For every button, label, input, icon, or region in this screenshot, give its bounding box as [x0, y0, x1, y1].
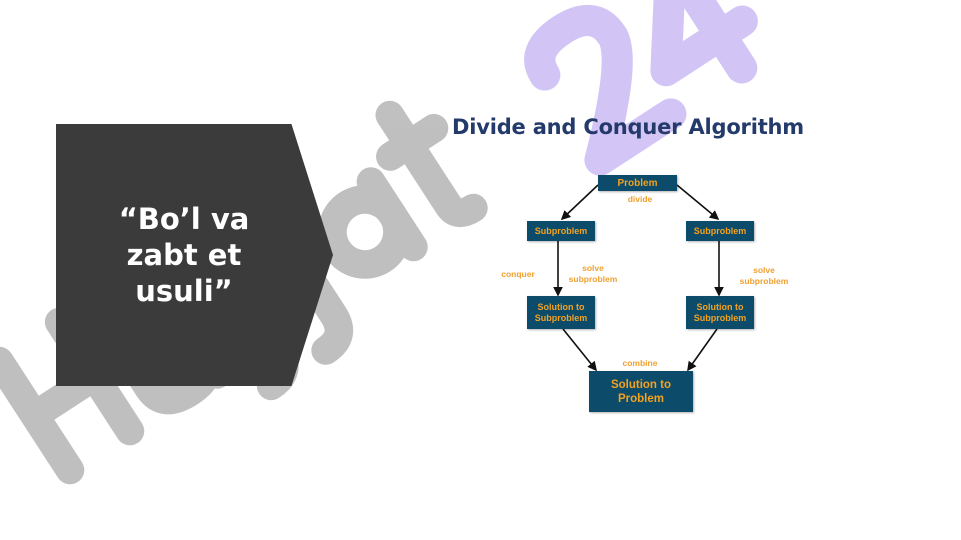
heading-panel — [56, 124, 333, 386]
node-subproblem-right: Subproblem — [686, 221, 754, 241]
arrow-combine-left — [562, 328, 598, 372]
arrow-divide-right — [676, 184, 720, 221]
label-divide: divide — [627, 194, 653, 204]
heading-panel-text: “Bo’l va zabt et usuli” — [56, 124, 312, 386]
node-solution-right: Solution to Subproblem — [686, 296, 754, 329]
label-solve-right: solve subproblem — [739, 265, 789, 286]
diagram-title: Divide and Conquer Algorithm — [452, 115, 804, 139]
node-final-solution: Solution to Problem — [589, 371, 693, 412]
label-solve-left: solve subproblem — [568, 263, 618, 284]
label-conquer: conquer — [501, 269, 535, 279]
label-combine: combine — [622, 358, 658, 368]
slide-heading: “Bo’l va zabt et usuli” — [118, 202, 250, 308]
arrow-combine-right — [687, 328, 718, 372]
node-problem: Problem — [598, 175, 677, 191]
arrow-divide-left — [560, 184, 599, 221]
node-solution-left: Solution to Subproblem — [527, 296, 595, 329]
node-subproblem-left: Subproblem — [527, 221, 595, 241]
